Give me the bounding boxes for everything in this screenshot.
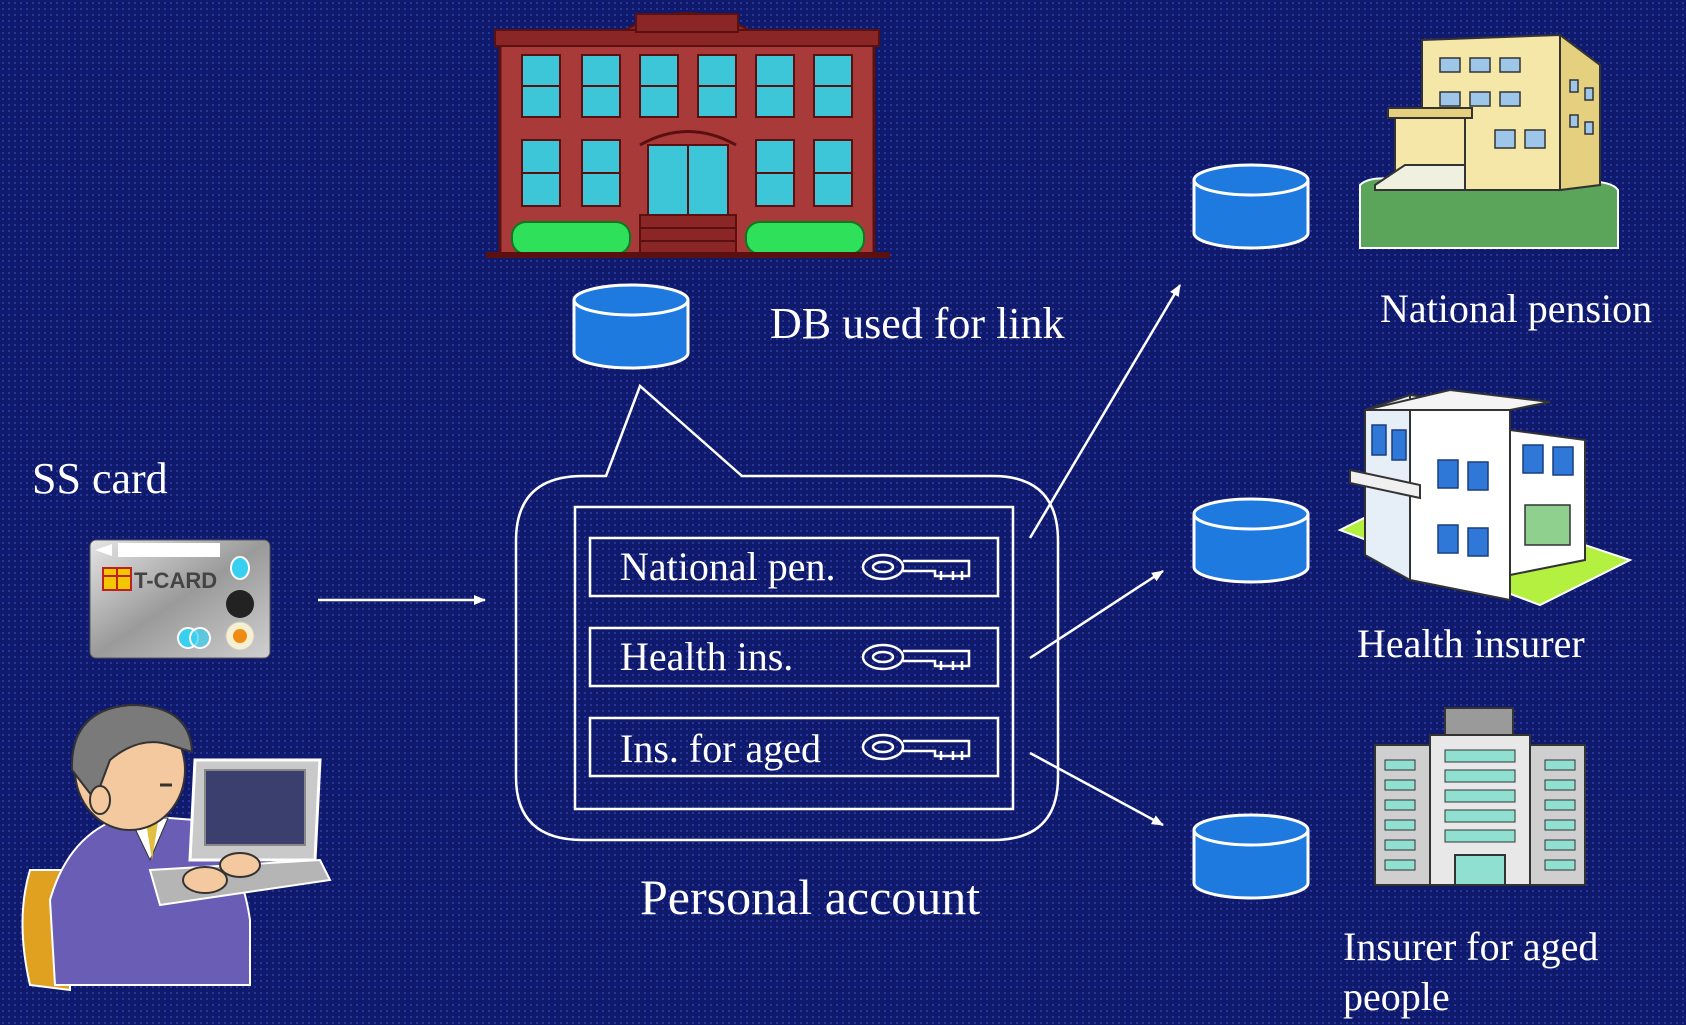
- db-link-label: DB used for link: [770, 299, 1065, 348]
- db-insurer-aged-icon: [1192, 813, 1310, 900]
- db-national-pension-icon: [1192, 163, 1310, 250]
- health-insurer-label: Health insurer: [1357, 621, 1585, 666]
- national-pension-building-icon: [1359, 33, 1619, 249]
- insurer-aged-label-line2: people: [1343, 974, 1450, 1019]
- account-row-health-insurance: [588, 626, 1000, 688]
- personal-account-label: Personal account: [640, 869, 981, 925]
- svg-text:T-CARD: T-CARD: [134, 568, 217, 593]
- key-icon: [861, 643, 971, 671]
- account-row-label: National pen.: [620, 544, 836, 589]
- insurer-aged-label-line1: Insurer for aged: [1343, 924, 1599, 969]
- arrow-to-insurer-aged: [1029, 751, 1164, 827]
- personal-account-bubble: [514, 383, 1060, 842]
- account-row-label: Ins. for aged: [620, 726, 822, 771]
- health-insurer-building-icon: [1337, 388, 1633, 607]
- central-office-building-icon: [486, 12, 890, 258]
- arrow-to-health-insurer: [1029, 569, 1164, 660]
- account-row-insurance-aged: [588, 716, 1000, 778]
- national-pension-label: National pension: [1380, 286, 1653, 331]
- ss-card-label: SS card: [32, 454, 168, 503]
- account-row-national-pension: [588, 536, 1000, 598]
- key-icon: [861, 733, 971, 761]
- personal-account-inner-frame: [573, 505, 1015, 811]
- db-link-icon: [572, 283, 690, 370]
- key-icon: [861, 553, 971, 581]
- account-row-label: Health ins.: [620, 634, 794, 679]
- db-health-insurer-icon: [1192, 497, 1310, 584]
- insurer-aged-building-icon: [1374, 707, 1586, 886]
- arrow-to-national-pension: [1028, 284, 1182, 539]
- ss-card-icon: T-CARD: [89, 539, 271, 659]
- user-at-laptop-icon: [21, 703, 332, 992]
